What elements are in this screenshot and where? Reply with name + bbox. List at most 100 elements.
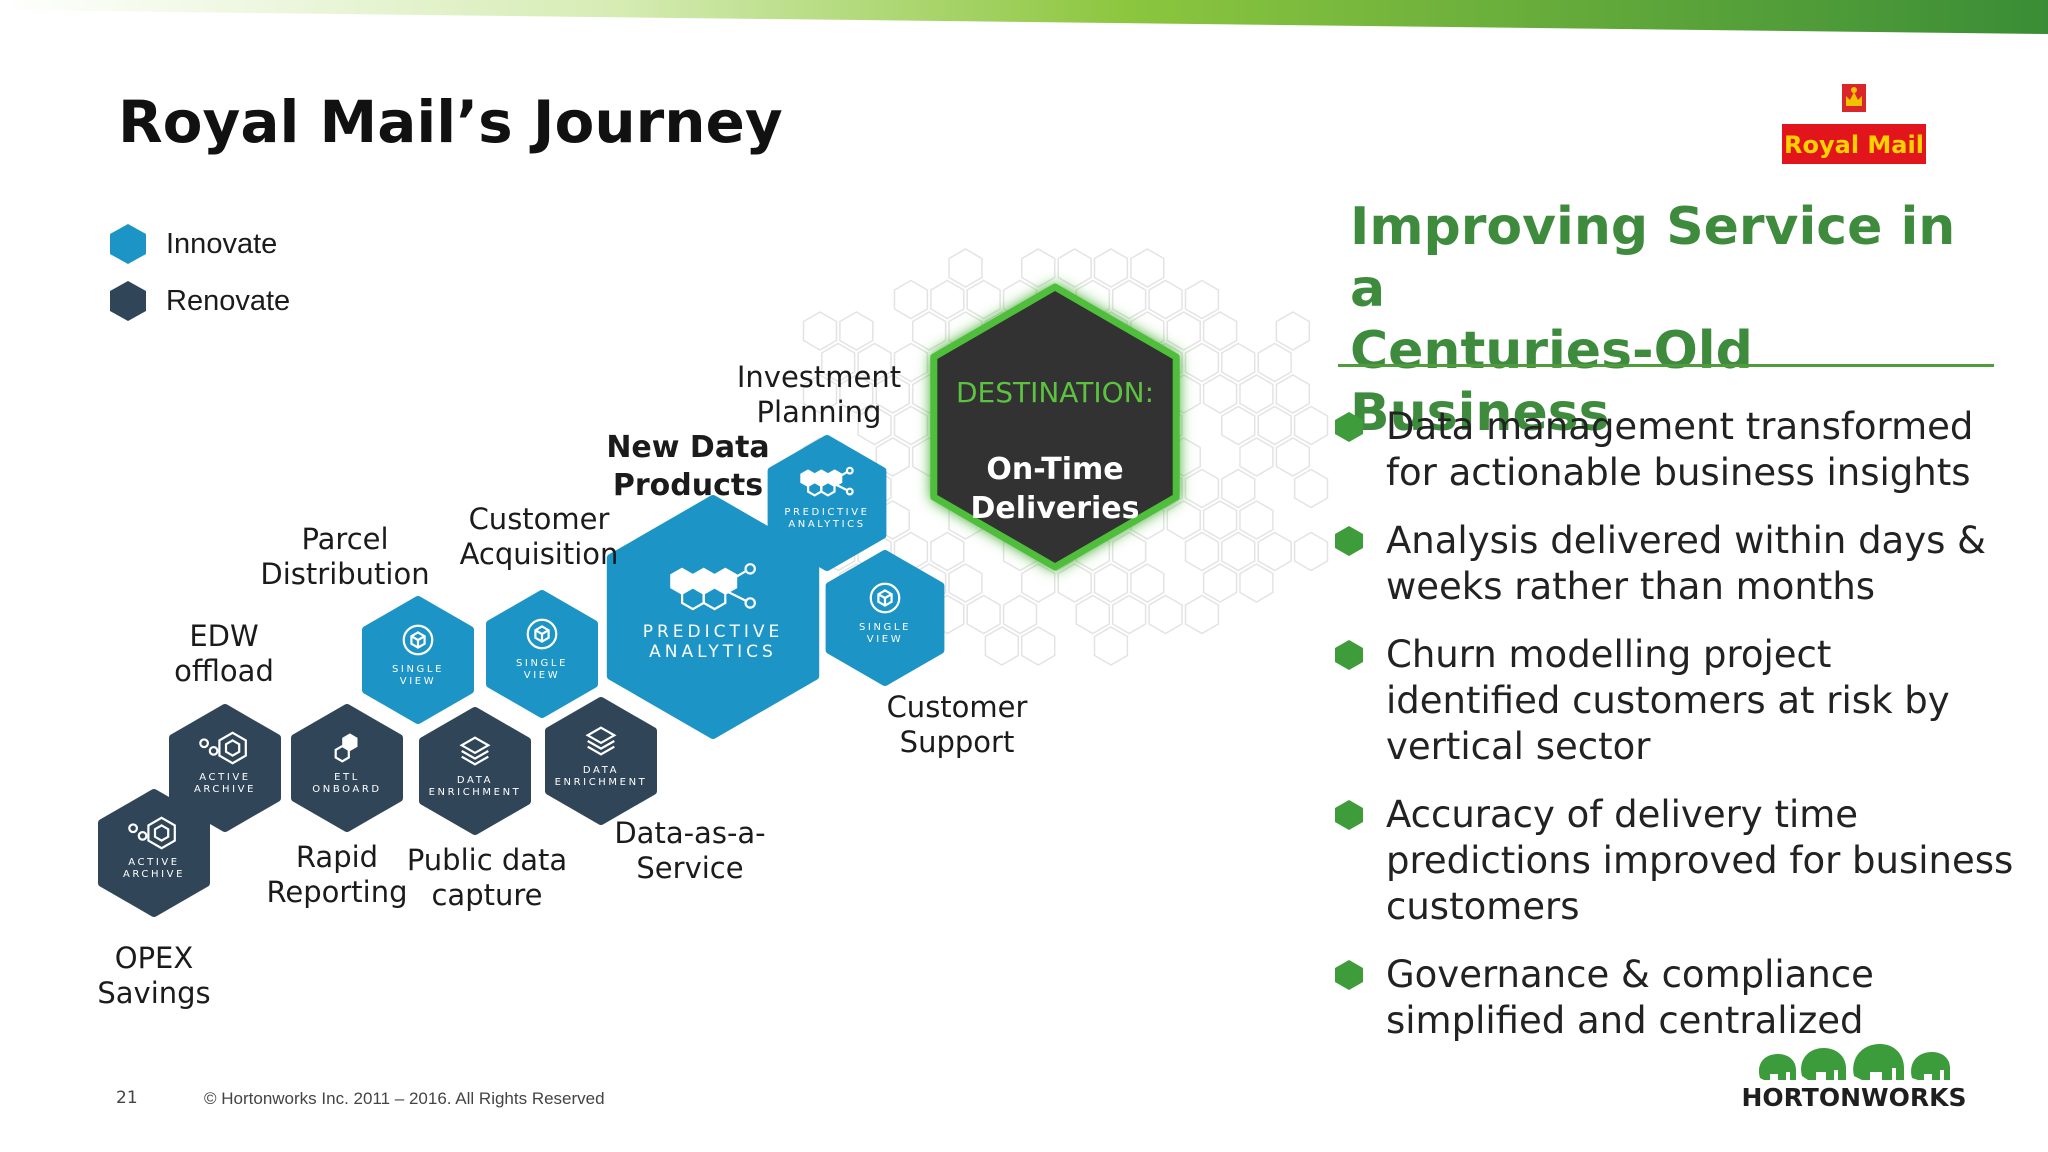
panel-divider	[1338, 364, 1994, 367]
background-hex	[1111, 531, 1147, 572]
destination-title-line: Deliveries	[971, 491, 1140, 526]
step-badge-text: ARCHIVE	[123, 869, 185, 880]
background-hex	[875, 374, 910, 414]
background-hex	[1239, 563, 1274, 603]
analytics-icon	[800, 466, 854, 497]
background-hex	[1148, 594, 1183, 635]
background-hex	[857, 342, 892, 383]
background-hex	[1184, 342, 1220, 383]
royal-mail-wordmark: Royal Mail	[1784, 131, 1924, 159]
background-hex	[1257, 405, 1292, 446]
hortonworks-logo: HORTONWORKS	[1742, 1044, 1967, 1112]
analytics-icon	[670, 563, 756, 611]
background-hex	[984, 626, 1020, 666]
background-hex	[893, 405, 929, 446]
background-hex	[1111, 594, 1147, 635]
background-hex	[1184, 594, 1220, 635]
step-badge-text: VIEW	[524, 670, 560, 681]
background-hex	[1239, 500, 1274, 540]
background-hex	[1093, 563, 1129, 603]
step-badge-text: PREDICTIVE	[643, 622, 784, 642]
top-accent-band	[0, 0, 2048, 34]
background-hex	[1221, 531, 1256, 572]
background-hex	[1275, 374, 1311, 414]
elephants-icon	[1758, 1044, 1950, 1080]
step-badge-text: SINGLE	[859, 622, 911, 633]
background-hex	[1257, 531, 1292, 572]
background-hex	[1293, 531, 1329, 572]
green-hexagon-bullet-icon	[1335, 960, 1363, 990]
background-hex	[1184, 279, 1220, 320]
layers-icon	[459, 736, 491, 766]
background-hex	[1057, 248, 1092, 288]
background-hex	[1221, 342, 1256, 383]
legend-item-innovate: Innovate	[108, 222, 277, 266]
background-hex	[1202, 374, 1238, 414]
page-number: 21	[116, 1088, 138, 1108]
background-hex	[839, 374, 874, 414]
step-badge-text: SINGLE	[516, 658, 568, 669]
background-hex	[839, 311, 874, 351]
background-hex	[1184, 468, 1220, 509]
background-hex	[802, 311, 838, 351]
background-hex	[1093, 248, 1129, 288]
step-badge-text: ACTIVE	[128, 857, 179, 868]
green-hexagon-bullet-icon	[1335, 526, 1363, 556]
step-hexagon	[545, 697, 657, 825]
background-hex	[930, 279, 965, 320]
step-badge-text: VIEW	[400, 676, 436, 687]
step-hexagon	[98, 789, 210, 917]
background-hex	[1093, 626, 1129, 666]
background-hex	[948, 248, 983, 288]
benefit-list: Data management transformed for actionab…	[1334, 404, 2014, 1066]
hive-icon	[128, 816, 176, 850]
step-badge-text: PREDICTIVE	[784, 507, 869, 518]
background-hex	[1239, 374, 1274, 414]
step-hexagon	[291, 704, 403, 832]
green-hexagon-bullet-icon	[1335, 412, 1363, 442]
step-hexagon	[767, 435, 887, 571]
background-hex	[1166, 311, 1201, 351]
green-hexagon-bullet-icon	[1335, 800, 1363, 830]
legend-label: Renovate	[166, 284, 291, 317]
background-hex	[1130, 563, 1165, 603]
royal-mail-logo: Royal Mail	[1782, 84, 1926, 164]
list-item: Data management transformed for actionab…	[1334, 404, 2014, 496]
background-hex	[1202, 311, 1238, 351]
step-badge-text: ANALYTICS	[788, 519, 865, 530]
step-badge-text: SINGLE	[392, 664, 444, 675]
green-hexagon-bullet-icon	[1335, 640, 1363, 670]
page-title: Royal Mail’s Journey	[118, 88, 783, 156]
list-item: Accuracy of delivery time predictions im…	[1334, 792, 2014, 930]
hexagon-swatch-icon	[110, 224, 146, 264]
background-hex	[1057, 563, 1092, 603]
step-badge-text: ETL	[334, 772, 360, 783]
background-hex	[820, 342, 856, 383]
step-badge-text: DATA	[457, 775, 493, 786]
background-hex	[1221, 468, 1256, 509]
background-hex	[1021, 563, 1056, 603]
background-hex	[1111, 279, 1147, 320]
legend-label: Innovate	[166, 227, 278, 260]
etl-icon	[334, 733, 358, 763]
step-hexagon	[419, 707, 531, 835]
step-badge-text: ACTIVE	[199, 772, 250, 783]
background-hex	[1275, 437, 1311, 477]
cube-icon	[869, 582, 901, 614]
background-hex	[1166, 500, 1201, 540]
background-hex	[1148, 279, 1183, 320]
background-hex	[857, 405, 892, 446]
step-badge-text: ANALYTICS	[649, 642, 777, 662]
